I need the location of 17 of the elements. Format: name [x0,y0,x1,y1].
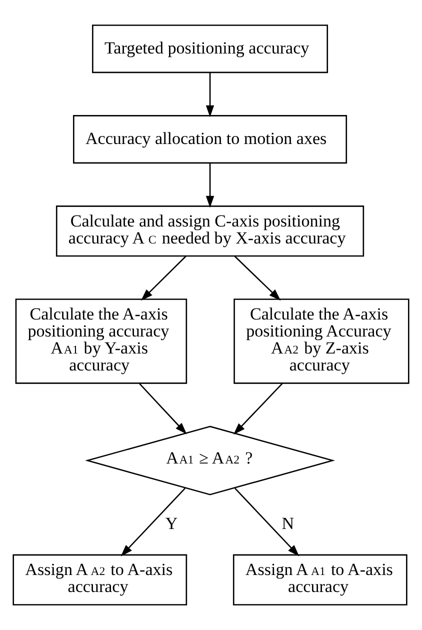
edge-label: Y [165,514,178,534]
node-box: Assign AA1 to A-axis accuracy [232,554,408,606]
arrow [234,382,283,435]
node-box: Targeted positioning accuracy [92,24,328,74]
arrow [206,163,214,208]
node-diamond: AA1 ≥ AA2 ? [84,426,336,496]
arrow [206,72,214,118]
node-box: Accuracy allocation to motion axes [73,115,348,164]
node-box: Calculate the A-axis positioning Accuracy AA2 by Z-axis accuracy [234,298,410,384]
arrow [120,488,186,556]
arrow [234,488,300,556]
arrow [138,382,187,434]
node-box: Assign AA2 to A-axis accuracy [12,554,188,606]
arrow [140,256,186,301]
node-box: Calculate the A-axis positioning accuracy AA1 by Y-axis accuracy [15,298,188,384]
edge-label: N [282,514,294,534]
arrow [234,256,281,301]
